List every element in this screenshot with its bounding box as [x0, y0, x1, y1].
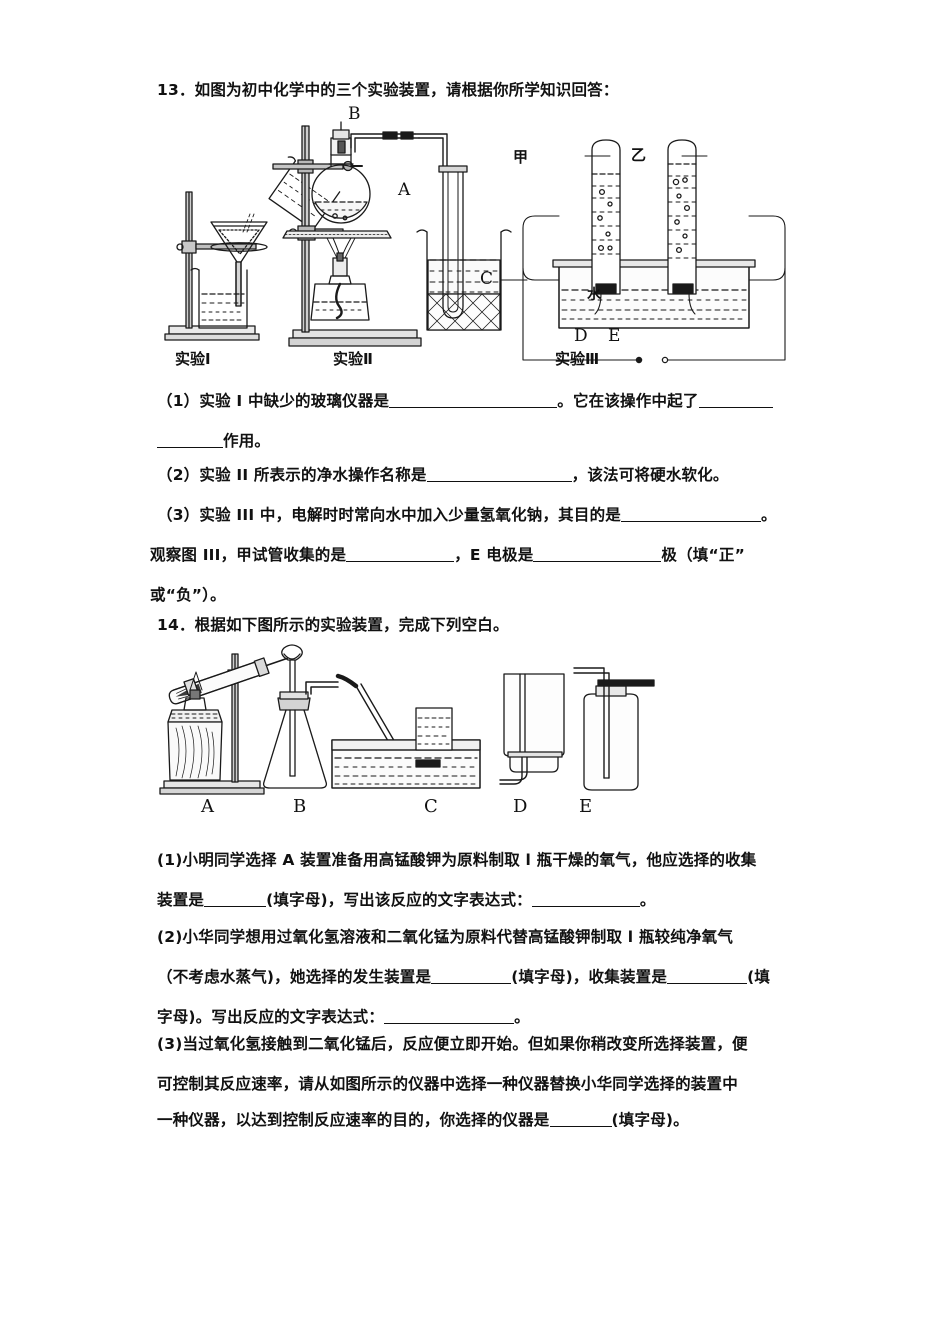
q14-part1-line1: (1)小明同学选择 A 装置准备用高锰酸钾为原料制取 l 瓶干燥的氧气，他应选择… — [157, 848, 756, 870]
text-run: (填 — [747, 968, 771, 986]
question-13-stem: 13．如图为初中化学中的三个实验装置，请根据你所学知识回答： — [157, 81, 619, 99]
label-apparatus-E: E — [579, 796, 593, 817]
text-run: 作用。 — [223, 432, 271, 450]
text-run: (填字母)，收集装置是 — [511, 968, 668, 986]
text-run: 字母)。写出反应的文字表达式： — [157, 1008, 385, 1026]
fill-in-blank[interactable] — [346, 547, 455, 562]
fill-in-blank[interactable] — [204, 892, 267, 907]
q13-part3-line2: 观察图 III，甲试管收集的是 ，E 电极是 极（填“正” — [150, 543, 745, 565]
fill-in-blank[interactable] — [389, 393, 558, 408]
text-run: 观察图 III，甲试管收集的是 — [150, 546, 347, 564]
text-run: (3)当过氧化氢接触到二氧化锰后，反应便立即开始。但如果你稍改变所选择装置，便 — [157, 1035, 748, 1053]
text-run: （1）实验 I 中缺少的玻璃仪器是 — [157, 392, 390, 410]
label-A: A — [398, 180, 411, 200]
fill-in-blank[interactable] — [533, 547, 662, 562]
label-apparatus-A: A — [201, 796, 214, 817]
text-run: (填字母)。 — [611, 1111, 689, 1129]
q14-part3-line3: 一种仪器，以达到控制反应速率的目的，你选择的仪器是 (填字母)。 — [157, 1108, 689, 1130]
five-apparatus-svg — [159, 644, 655, 795]
fill-in-blank[interactable] — [549, 1112, 612, 1127]
fill-in-blank[interactable] — [698, 393, 773, 408]
text-run: （3）实验 III 中，电解时时常向水中加入少量氢氧化钠，其目的是 — [157, 506, 621, 524]
three-apparatus-figure: B A C 甲 乙 水 D E 实验Ⅰ 实验Ⅱ 实验Ⅲ — [155, 104, 795, 373]
text-run: 。 — [514, 1008, 530, 1026]
text-run: （2）实验 II 所表示的净水操作名称是 — [157, 466, 427, 484]
label-apparatus-B: B — [293, 796, 307, 817]
q14-part3-line1: (3)当过氧化氢接触到二氧化锰后，反应便立即开始。但如果你稍改变所选择装置，便 — [157, 1032, 748, 1054]
text-run: ，E 电极是 — [454, 546, 534, 564]
text-run: (填字母)，写出该反应的文字表达式： — [266, 891, 532, 909]
text-run: 或“负”）。 — [150, 586, 226, 604]
caption-experiment-1: 实验Ⅰ — [175, 350, 211, 368]
label-apparatus-C: C — [424, 796, 438, 817]
q14-part3-line2: 可控制其反应速率，请从如图所示的仪器中选择一种仪器替换小华同学选择的装置中 — [157, 1072, 738, 1094]
text-run: 极（填“正” — [661, 546, 745, 564]
caption-experiment-3: 实验Ⅲ — [555, 350, 600, 368]
q13-part3-line1: （3）实验 III 中，电解时时常向水中加入少量氢氧化钠，其目的是 。 — [157, 503, 777, 525]
q14-part2-line3: 字母)。写出反应的文字表达式： 。 — [157, 1005, 530, 1027]
q14-part2-line1: (2)小华同学想用过氧化氢溶液和二氧化锰为原料代替高锰酸钾制取 l 瓶较纯净氧气 — [157, 925, 733, 947]
label-E: E — [608, 326, 621, 346]
text-run: （不考虑水蒸气)，她选择的发生装置是 — [157, 968, 432, 986]
question-14-stem: 14．根据如下图所示的实验装置，完成下列空白。 — [157, 616, 509, 634]
label-apparatus-D: D — [513, 796, 528, 817]
label-C: C — [480, 269, 494, 289]
text-run: 可控制其反应速率，请从如图所示的仪器中选择一种仪器替换小华同学选择的装置中 — [157, 1075, 738, 1093]
text-run: 。它在该操作中起了 — [557, 392, 699, 410]
q13-part1-line2: 作用。 — [157, 429, 270, 451]
label-water: 水 — [587, 287, 601, 303]
fill-in-blank[interactable] — [667, 969, 748, 984]
q14-part2-line2: （不考虑水蒸气)，她选择的发生装置是 (填字母)，收集装置是 (填 — [157, 965, 770, 987]
fill-in-blank[interactable] — [426, 467, 572, 482]
text-run: 。 — [760, 506, 777, 524]
fill-in-blank[interactable] — [620, 507, 761, 522]
text-run: (2)小华同学想用过氧化氢溶液和二氧化锰为原料代替高锰酸钾制取 l 瓶较纯净氧气 — [157, 928, 734, 946]
label-yi: 乙 — [631, 146, 647, 164]
fill-in-blank[interactable] — [157, 433, 223, 448]
text-run: 一种仪器，以达到控制反应速率的目的，你选择的仪器是 — [157, 1111, 550, 1129]
fill-in-blank[interactable] — [384, 1009, 515, 1024]
fill-in-blank[interactable] — [531, 892, 640, 907]
text-run: 装置是 — [157, 891, 205, 909]
fill-in-blank[interactable] — [431, 969, 512, 984]
q13-part1-line1: （1）实验 I 中缺少的玻璃仪器是 。它在该操作中起了 — [157, 389, 773, 411]
q13-part3-line3: 或“负”）。 — [150, 583, 226, 605]
text-run: ，该法可将硬水软化。 — [571, 466, 729, 484]
caption-experiment-2: 实验Ⅱ — [333, 350, 373, 368]
label-B: B — [348, 104, 361, 124]
label-D: D — [574, 326, 588, 346]
label-jia: 甲 — [513, 148, 529, 166]
three-apparatus-svg — [164, 121, 786, 364]
text-run: (1)小明同学选择 A 装置准备用高锰酸钾为原料制取 l 瓶干燥的氧气，他应选择… — [157, 851, 757, 869]
q14-part1-line2: 装置是 (填字母)，写出该反应的文字表达式： 。 — [157, 888, 656, 910]
q13-part2-line1: （2）实验 II 所表示的净水操作名称是 ，该法可将硬水软化。 — [157, 463, 729, 485]
text-run: 。 — [639, 891, 656, 909]
five-apparatus-figure: A B C D E — [159, 644, 655, 823]
